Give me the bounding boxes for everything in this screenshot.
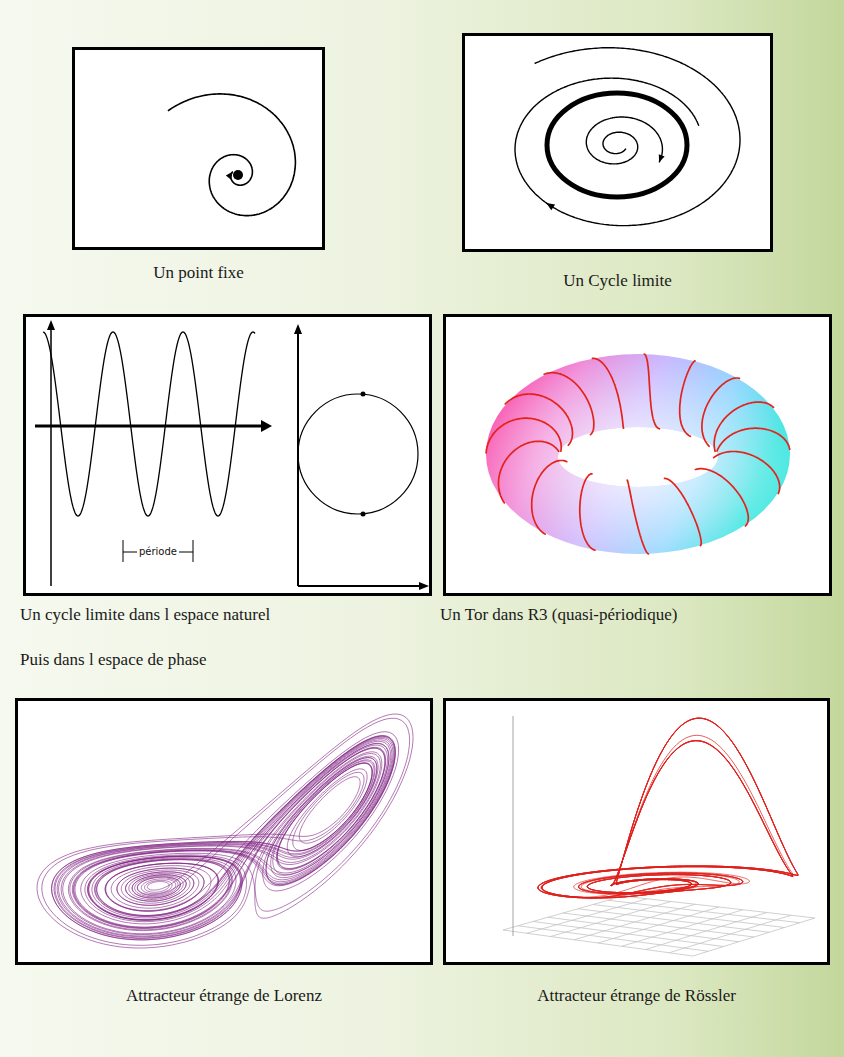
lorenz-plot <box>15 698 433 965</box>
rect-shape <box>23 314 432 596</box>
caption: Puis dans l espace de phase <box>20 649 270 671</box>
period-label: période <box>137 546 179 558</box>
grid-line <box>623 896 815 918</box>
rect-shape <box>443 314 832 596</box>
caption-group: Un Tor dans R3 (quasi-périodique) <box>440 604 677 626</box>
line-shape <box>35 425 263 428</box>
grid-line <box>608 900 800 923</box>
rect-shape <box>462 33 773 252</box>
caption: Un Tor dans R3 (quasi-périodique) <box>440 604 677 626</box>
line-shape <box>513 716 514 936</box>
caption: Un point fixe <box>153 262 244 284</box>
circle-shape <box>361 512 366 517</box>
path-shape <box>546 203 555 210</box>
line-shape <box>193 540 194 562</box>
path-shape <box>168 94 296 216</box>
rect-shape <box>15 698 433 965</box>
caption-group: Un Cycle limite <box>563 270 672 292</box>
polygon-shape <box>294 324 302 334</box>
polygon-shape <box>47 320 55 330</box>
path-shape <box>486 354 790 554</box>
plot-frame: Un cycle limite dans l espace naturelPui… <box>23 314 432 596</box>
caption: Attracteur étrange de Lorenz <box>126 985 322 1007</box>
path-shape <box>226 172 233 180</box>
rossler-plot <box>443 698 830 965</box>
grid-line <box>593 905 785 928</box>
plot-frame: Attracteur étrange de Lorenz <box>15 698 433 965</box>
caption: Un cycle limite dans l espace naturel <box>20 604 270 626</box>
path-shape <box>515 48 740 226</box>
grid-line <box>693 918 815 956</box>
fixed-point-plot <box>72 47 325 250</box>
line-shape <box>50 328 52 586</box>
line-shape <box>298 585 421 587</box>
polygon-shape <box>261 420 272 432</box>
path-shape <box>659 154 665 162</box>
rect-shape <box>72 47 325 250</box>
caption-group: Attracteur étrange de Rössler <box>537 985 736 1007</box>
circle-shape <box>233 170 243 180</box>
path-shape <box>486 354 790 554</box>
path-shape <box>43 332 255 516</box>
grid-line <box>669 915 791 953</box>
caption: Attracteur étrange de Rössler <box>537 985 736 1007</box>
path-shape <box>486 354 790 554</box>
caption-group: Un point fixe <box>153 262 244 284</box>
line-shape <box>123 540 124 562</box>
limit-cycle-plot <box>462 33 773 252</box>
plot-frame: Un Cycle limite <box>462 33 773 252</box>
circle-shape <box>361 392 366 397</box>
plot-frame: Attracteur étrange de Rössler <box>443 698 830 965</box>
torus-plot <box>443 314 832 596</box>
plot-frame: Un Tor dans R3 (quasi-périodique) <box>443 314 832 596</box>
g-shape <box>503 896 815 956</box>
circle-shape <box>298 394 418 514</box>
ellipse-shape <box>547 93 687 197</box>
caption-group: Attracteur étrange de Lorenz <box>126 985 322 1007</box>
caption: Un Cycle limite <box>563 270 672 292</box>
rect-shape <box>443 698 830 965</box>
polygon-shape <box>419 582 429 590</box>
path-shape <box>538 718 798 898</box>
plot-frame: Un point fixe <box>72 47 325 250</box>
time-series-plot <box>23 314 432 596</box>
path-shape <box>37 714 413 948</box>
path-shape <box>586 117 662 164</box>
caption-group: Un cycle limite dans l espace naturelPui… <box>20 604 270 671</box>
